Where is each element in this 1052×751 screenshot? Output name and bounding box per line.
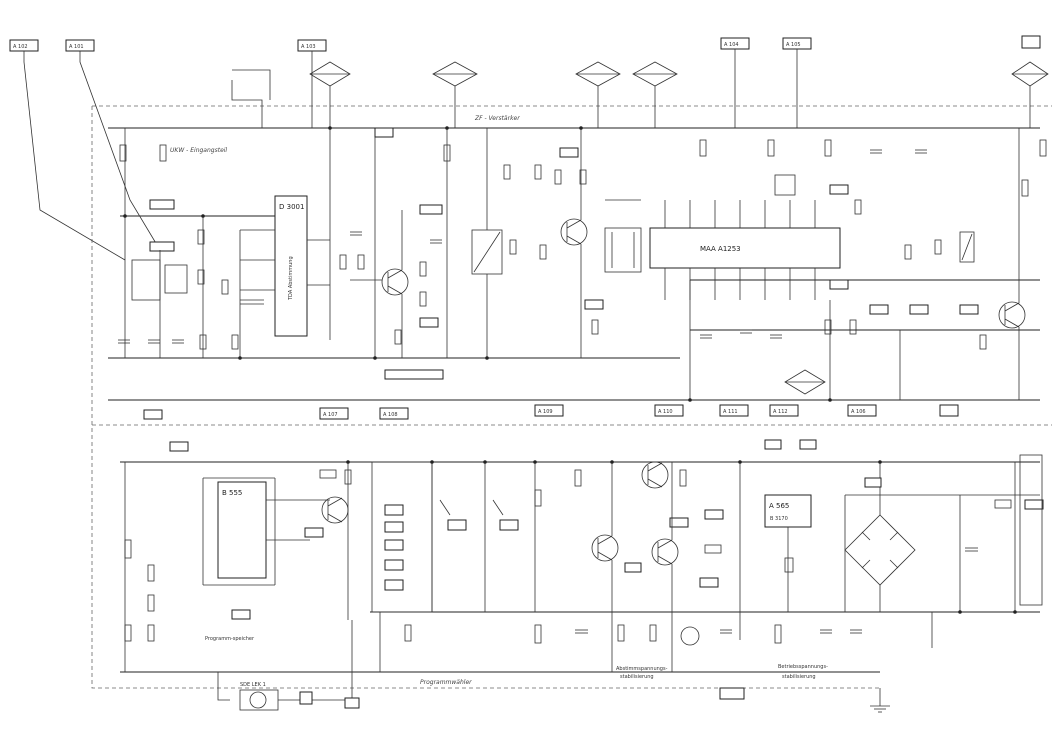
ic-d3001: D 3001 TDA Abstimmung bbox=[240, 195, 330, 337]
transistor-stage-1 bbox=[329, 128, 443, 358]
ground-symbols bbox=[870, 612, 933, 713]
svg-text:A 110: A 110 bbox=[658, 409, 673, 415]
section-programmwahler: Programmwähler bbox=[420, 679, 472, 686]
section-abstimm-1: Abstimmspannungs- bbox=[616, 666, 668, 672]
section-betrieb-1: Betriebsspannungs- bbox=[778, 664, 828, 670]
svg-text:A 106: A 106 bbox=[851, 409, 866, 415]
svg-text:A 104: A 104 bbox=[724, 42, 739, 48]
ic-main: MAA A1253 bbox=[649, 139, 979, 315]
mid-lower-parts bbox=[689, 280, 987, 400]
svg-text:A 108: A 108 bbox=[383, 412, 398, 418]
svg-text:A 107: A 107 bbox=[323, 412, 338, 418]
svg-text:A 112: A 112 bbox=[773, 409, 788, 415]
bridge-rectifier bbox=[844, 454, 1044, 612]
regulator-block: A 565 B 3170 Betriebsspannungs- stabilis… bbox=[704, 439, 862, 700]
ic-d3001-side: TDA Abstimmung bbox=[288, 256, 294, 301]
section-abstimm-2: stabilisierung bbox=[620, 674, 654, 680]
feed-lines bbox=[23, 49, 1031, 261]
mid-connectors: A 107 A 108 A 109 A 110 A 111 A 112 A 10… bbox=[143, 127, 959, 420]
board-outline bbox=[91, 105, 1052, 689]
ic-b555: B 555 Programm-speicher bbox=[124, 441, 352, 672]
note-speicher: Programm-speicher bbox=[205, 636, 255, 642]
transformer-block bbox=[604, 199, 642, 273]
junction-dots bbox=[123, 126, 1017, 614]
program-switch-bank: Programmwähler bbox=[371, 461, 542, 686]
input-stage: UKW - Eingangsteil bbox=[118, 128, 264, 358]
filter-block: ZF - Verstärker bbox=[443, 115, 547, 358]
section-betrieb-2: stabilisierung bbox=[782, 674, 816, 680]
top-connectors: A 102 A 101 A 103 A 104 A 105 bbox=[9, 35, 1041, 52]
ic-a565-label: A 565 bbox=[769, 502, 789, 510]
ic-b3170-label: B 3170 bbox=[770, 516, 788, 522]
transistor-pair: Abstimmspannungs- stabilisierung bbox=[574, 461, 732, 680]
svg-text:A 109: A 109 bbox=[538, 409, 553, 415]
transistor-stage-2 bbox=[554, 128, 604, 358]
svg-text:A 102: A 102 bbox=[13, 44, 28, 50]
svg-text:A 111: A 111 bbox=[723, 409, 738, 415]
svg-text:A 101: A 101 bbox=[69, 44, 84, 50]
ic-b555-label: B 555 bbox=[222, 489, 242, 497]
svg-text:A 105: A 105 bbox=[786, 42, 801, 48]
ic-main-label: MAA A1253 bbox=[700, 245, 741, 253]
ic-d3001-label: D 3001 bbox=[279, 203, 304, 211]
ic-transformer-label: SDE LEK 1 bbox=[240, 682, 266, 688]
section-zf: ZF - Verstärker bbox=[474, 115, 520, 122]
section-ukw: UKW - Eingangsteil bbox=[170, 147, 227, 154]
transistor-output bbox=[998, 128, 1047, 400]
bottom-transformer: SDE LEK 1 bbox=[217, 620, 360, 711]
svg-text:A 103: A 103 bbox=[301, 44, 316, 50]
